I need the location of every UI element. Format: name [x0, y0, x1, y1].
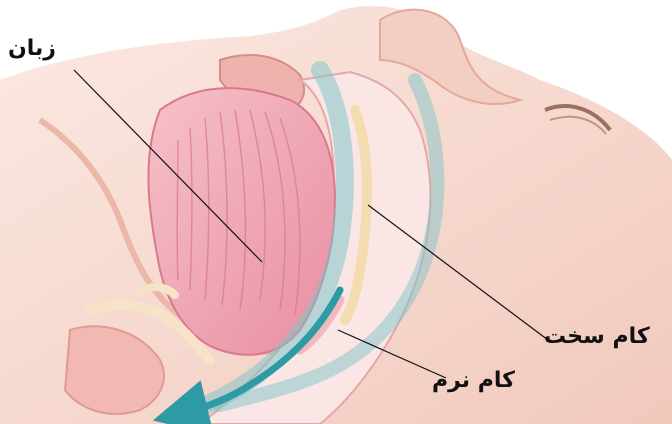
label-soft-palate: کام نرم [432, 370, 515, 392]
label-hard-palate: کام سخت [544, 326, 650, 348]
label-tongue: زبان [8, 38, 56, 60]
